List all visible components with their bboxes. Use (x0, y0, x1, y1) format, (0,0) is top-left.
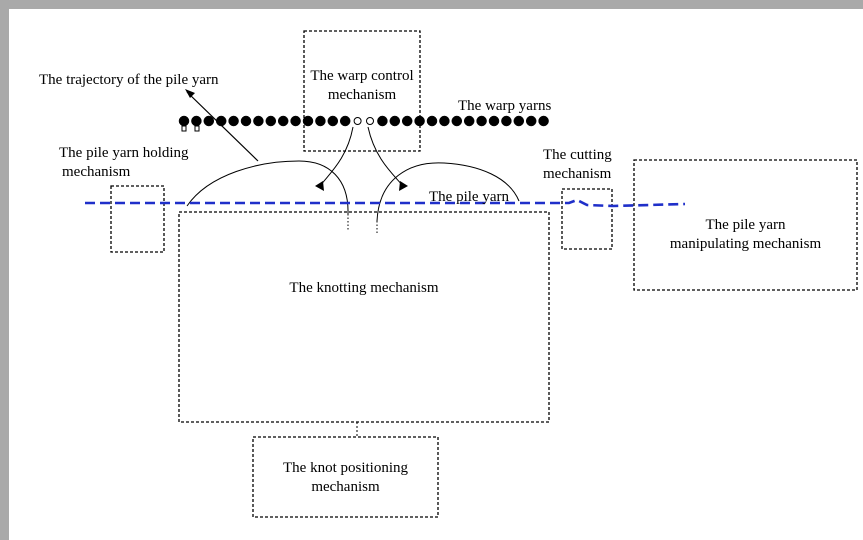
warp-yarn-dot (203, 115, 215, 127)
warp-yarn-dot (265, 115, 277, 127)
warp-yarn-dot (228, 115, 239, 127)
warp-yarn-open (353, 117, 362, 125)
warp-yarn-dot (463, 115, 475, 127)
label-holding-line2: mechanism (62, 164, 131, 180)
warp-yarn-dot (401, 115, 413, 127)
label-knot-positioning-line2: mechanism (311, 479, 380, 495)
warp-yarn-dot (389, 115, 401, 127)
warp-yarn-dot (476, 115, 487, 127)
warp-yarn-dot (513, 115, 525, 127)
label-knotting: The knotting mechanism (289, 280, 439, 296)
label-warp-control-line2: mechanism (327, 87, 397, 103)
warp-yarn-dot (339, 115, 351, 127)
label-warp-control-line1: The warp control (310, 68, 414, 84)
right-hook-line (367, 126, 404, 187)
warp-yarn-dot (488, 115, 500, 127)
knot-positioning-box (252, 436, 439, 518)
pile-yarn-line (85, 198, 686, 208)
warp-yarns (178, 115, 549, 127)
manipulating-box (633, 159, 858, 291)
label-cutting: The cutting mechanism (543, 146, 612, 184)
right-hook-head (399, 181, 408, 191)
label-warp-yarns: The warp yarns (458, 98, 552, 114)
warp-yarn-dot (191, 115, 202, 127)
trajectory-arrow-line (186, 91, 259, 162)
warp-yarn-dot (302, 115, 314, 127)
warp-control-box (303, 30, 421, 152)
warp-yarn-dot (439, 115, 450, 127)
label-manipulating-line1: The pile yarn (705, 217, 786, 233)
warp-yarn-dot (525, 115, 537, 127)
label-holding: The pile yarn holding mechanism (59, 144, 189, 182)
warp-yarn-dot (501, 115, 512, 127)
pile-yarn-arc-right (376, 162, 520, 222)
warp-yarn-dot (538, 115, 549, 127)
diagram-canvas: The trajectory of the pile yarn The warp… (9, 9, 863, 540)
left-hook-line (319, 126, 354, 187)
cutting-box (561, 188, 613, 250)
warp-marker-1 (181, 125, 187, 132)
warp-yarn-dot (178, 115, 190, 127)
label-cutting-line2: mechanism (543, 166, 612, 182)
label-knot-positioning: The knot positioning mechanism (253, 459, 438, 497)
diagram-graphics (85, 30, 858, 518)
warp-yarn-dot (377, 115, 388, 127)
warp-yarn-dot (240, 115, 252, 127)
label-trajectory: The trajectory of the pile yarn (39, 72, 219, 88)
label-holding-line1: The pile yarn holding (59, 145, 189, 161)
warp-yarn-dot (290, 115, 301, 127)
label-warp-control: The warp control mechanism (289, 67, 435, 105)
label-pile-yarn: The pile yarn (429, 189, 509, 205)
warp-yarn-open (366, 117, 374, 125)
warp-yarn-dot (451, 115, 463, 127)
warp-yarn-dot (315, 115, 326, 127)
warp-yarn-dot (426, 115, 438, 127)
holding-box (110, 185, 165, 253)
label-cutting-line1: The cutting (543, 147, 612, 163)
label-knot-positioning-line1: The knot positioning (283, 460, 408, 476)
label-manipulating: The pile yarn manipulating mechanism (634, 216, 857, 254)
warp-yarn-dot (414, 115, 425, 127)
warp-yarn-dot (277, 115, 289, 127)
pile-yarn-arc-left (186, 160, 349, 215)
label-manipulating-line2: manipulating mechanism (669, 236, 822, 252)
warp-marker-2 (194, 125, 200, 132)
trajectory-arrow-head (185, 89, 195, 98)
warp-yarn-dot (327, 115, 339, 127)
knotting-box (178, 211, 550, 423)
warp-yarn-dot (253, 115, 264, 127)
left-hook-head (315, 181, 324, 191)
